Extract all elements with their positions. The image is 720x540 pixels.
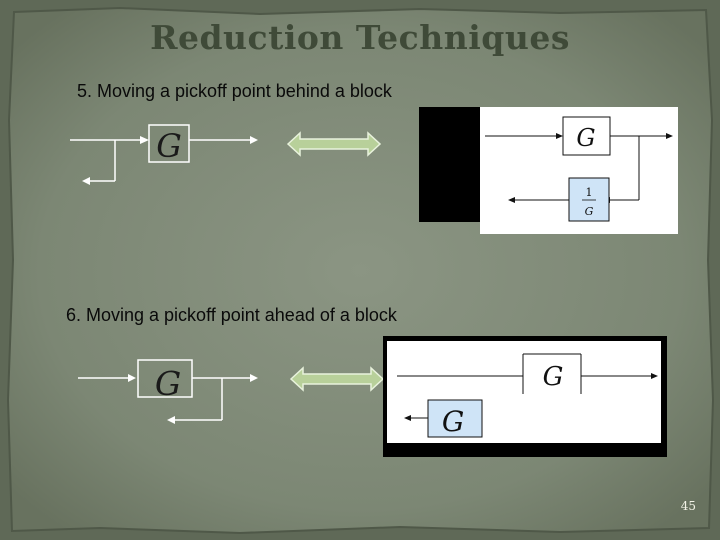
eq-output-arrow [651,373,658,379]
block-g-label: G [155,364,181,403]
section-5-equivalent-diagram: G 1 G [480,107,678,234]
section-6-equivalent-diagram: G G [383,336,667,457]
section-6-heading: 6. Moving a pickoff point ahead of a blo… [66,305,397,325]
eq-block-g-label: G [543,362,564,392]
eq-input-arrow [556,133,563,139]
eq-block-g-label: G [576,124,595,152]
block-g [148,124,190,163]
slide-title: Reduction Techniques [150,18,570,57]
pickoff-arrow-head [167,416,175,424]
eq-feedback-output-arrow [404,415,411,421]
eq-block-g [562,116,611,156]
eq-block-inverse-g [568,177,610,222]
inverse-g-denominator: G [585,205,594,218]
section-6-original-diagram: G [78,359,258,424]
input-arrow-head [140,136,149,144]
equivalence-double-arrow-6 [289,366,385,392]
eq-feedback-output-arrow [508,197,515,203]
eq-feedback-block-g [427,399,483,438]
inverse-g-numerator: 1 [586,186,593,199]
black-margin-5 [419,107,481,222]
eq-output-arrow [666,133,673,139]
output-arrow-head [250,136,258,144]
pickoff-arrow-head [82,177,90,185]
input-arrow-head [128,374,136,382]
output-arrow-head [250,374,258,382]
page-number: 45 [680,499,696,513]
block-g-label: G [156,127,182,165]
section-5-original-diagram: G [70,124,258,185]
section-5-heading: 5. Moving a pickoff point behind a block [77,81,392,101]
eq-feedback-block-g-label: G [442,405,464,438]
equivalence-double-arrow-5 [286,131,382,157]
